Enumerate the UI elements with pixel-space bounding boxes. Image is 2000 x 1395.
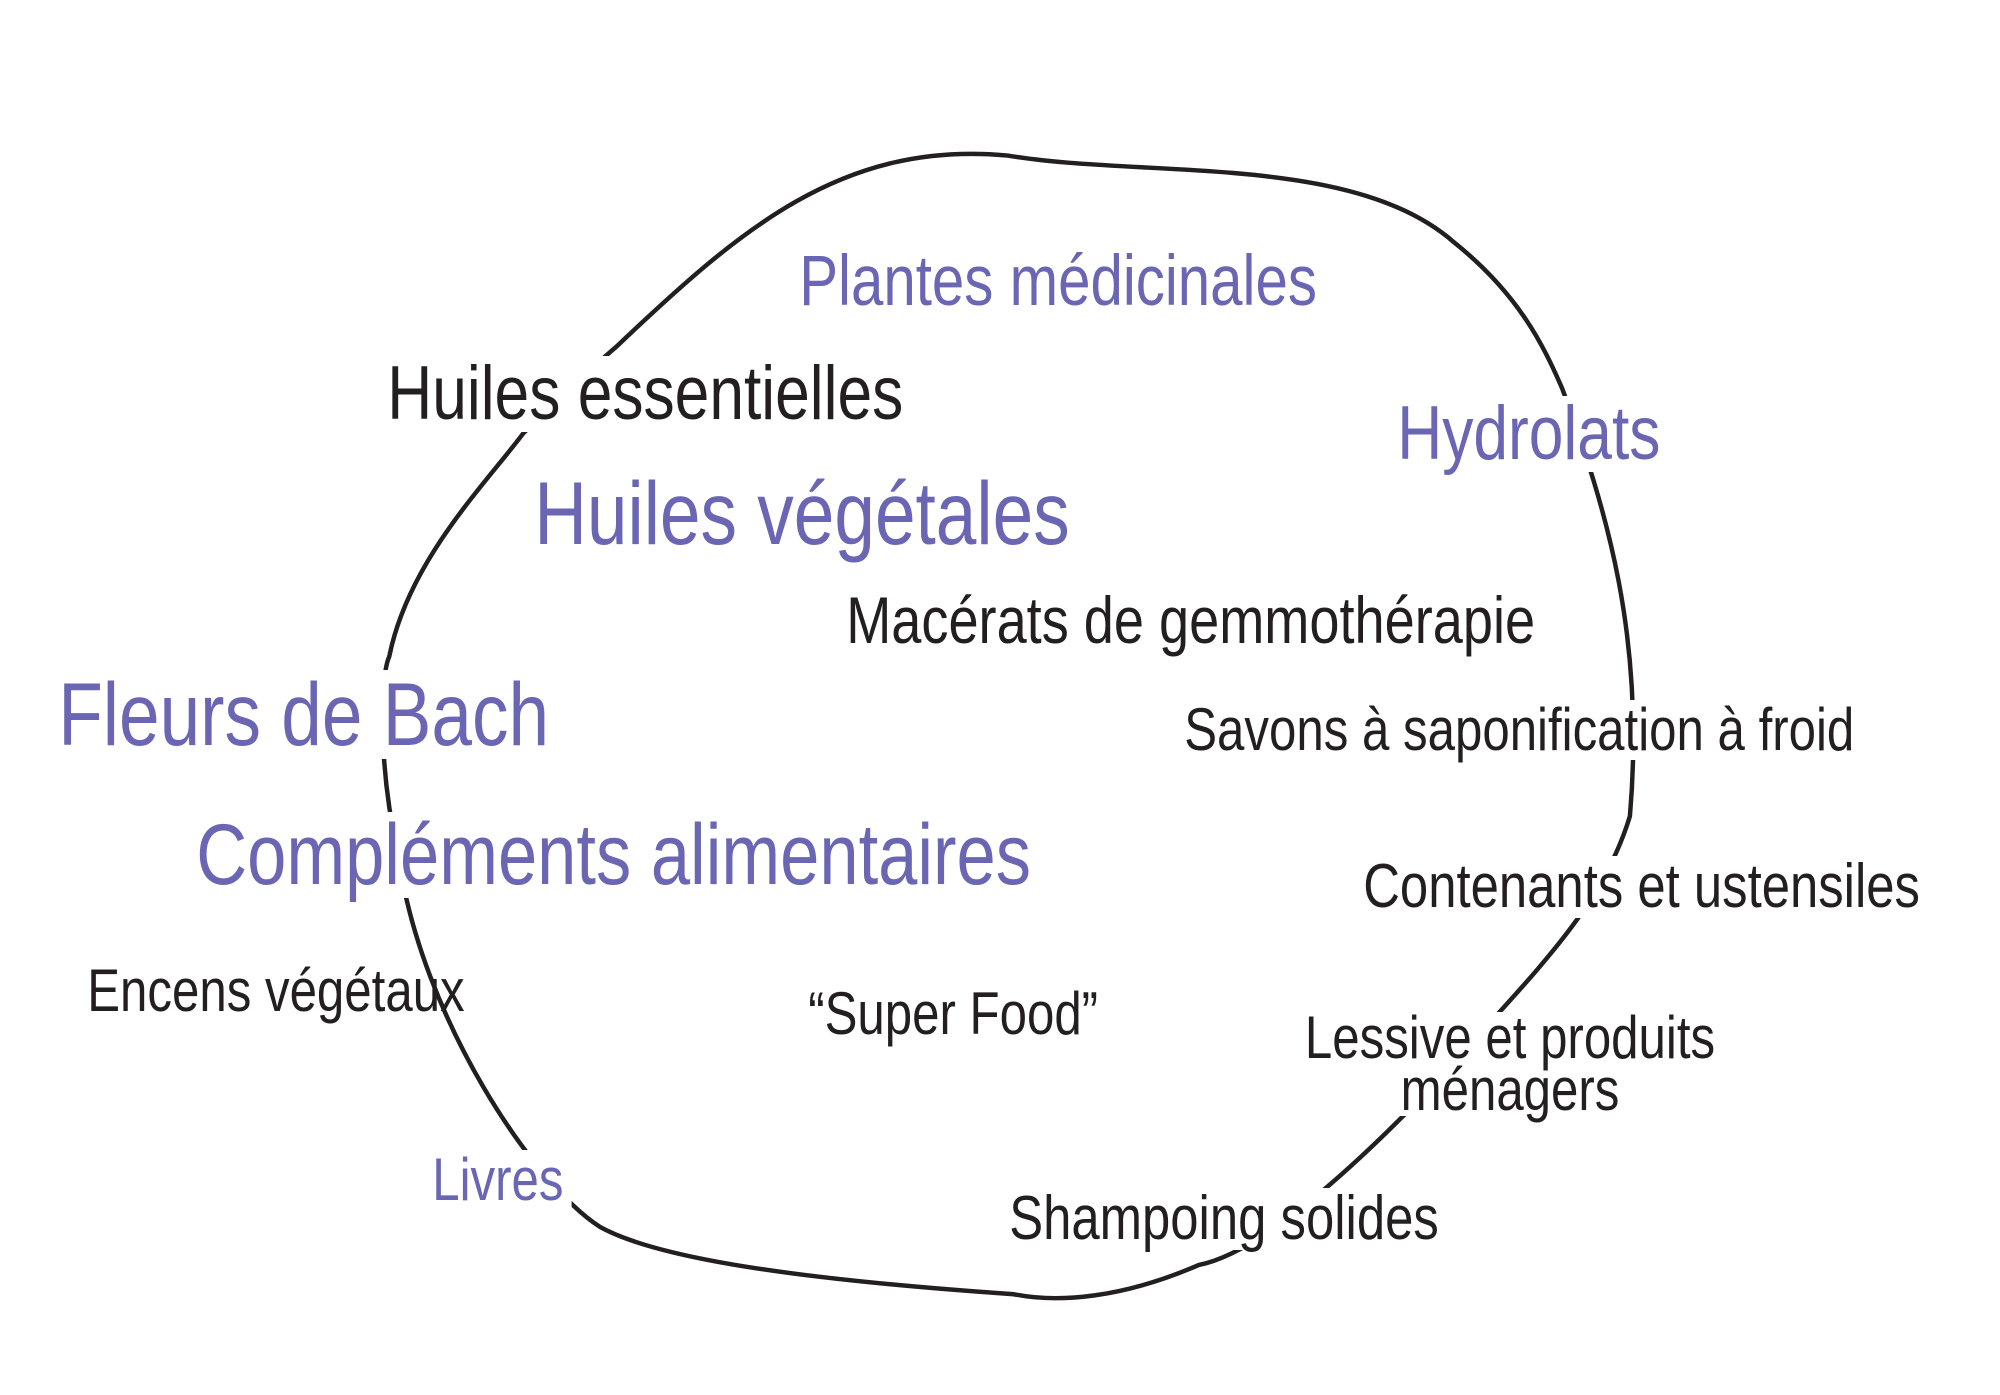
label-fleurs-de-bach: Fleurs de Bach — [50, 670, 558, 759]
label-lessive: Lessive et produits ménagers — [1272, 1004, 1748, 1123]
label-shampoing: Shampoing solides — [1001, 1188, 1447, 1250]
label-lessive-line1: Lessive et produits — [1304, 1004, 1716, 1071]
label-plantes-medicinales: Plantes médicinales — [791, 246, 1326, 317]
label-huiles-vegetales: Huiles végétales — [526, 469, 1078, 558]
label-lessive-line2: ménagers — [1400, 1056, 1620, 1123]
label-super-food: “Super Food” — [800, 984, 1107, 1044]
label-macerats: Macérats de gemmothérapie — [838, 587, 1544, 653]
label-huiles-essentielles: Huiles essentielles — [379, 356, 912, 432]
label-complements: Compléments alimentaires — [188, 812, 1040, 898]
label-contenants: Contenants et ustensiles — [1355, 856, 1929, 918]
label-savons: Savons à saponification à froid — [1176, 700, 1863, 760]
label-livres: Livres — [424, 1150, 572, 1210]
label-hydrolats: Hydrolats — [1389, 396, 1669, 472]
label-encens: Encens végétaux — [87, 957, 465, 1024]
